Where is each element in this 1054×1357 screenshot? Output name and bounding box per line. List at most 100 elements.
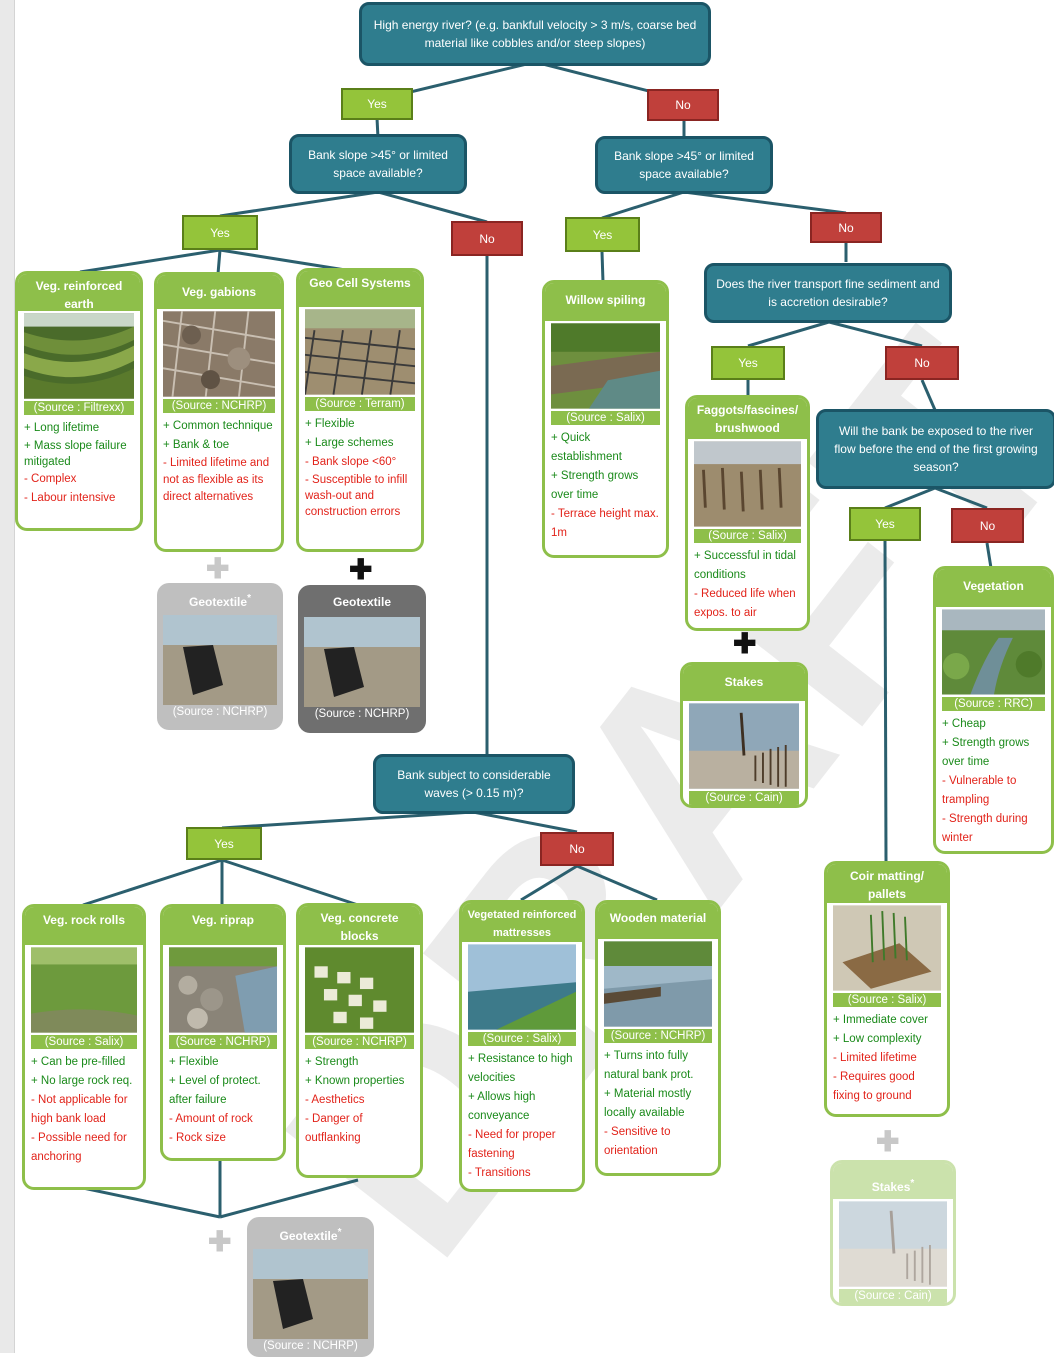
photo-geotextile — [253, 1249, 368, 1339]
photo-wooden-material — [604, 941, 712, 1027]
photo-vegetation — [942, 609, 1045, 695]
question-bank-exposure: Will the bank be exposed to the river fl… — [816, 409, 1054, 489]
con-item: - Not applicable for high bank load — [31, 1094, 128, 1125]
photo-mattresses — [468, 944, 576, 1030]
left-window-edge — [0, 0, 15, 1353]
card-source: (Source : Salix) — [468, 1032, 576, 1046]
photo-geotextile — [304, 617, 420, 707]
card-source: (Source : NCHRP) — [263, 1340, 358, 1352]
answer-yes: Yes — [186, 827, 262, 860]
con-item: - Limited lifetime — [833, 1052, 917, 1064]
card-coir-matting: Coir matting/ pallets (Source : Salix) +… — [824, 861, 950, 1117]
con-item: - Vulnerable to trampling — [942, 775, 1017, 806]
card-wooden-material: Wooden material (Source : NCHRP) + Turns… — [595, 900, 721, 1176]
answer-no: No — [647, 89, 719, 121]
card-source: (Source : Cain) — [839, 1289, 947, 1303]
con-item: - Susceptible to infill wash-out and con… — [305, 474, 408, 518]
card-veg-reinforced-earth: Veg. reinforced earth (Source : Filtrexx… — [15, 271, 143, 531]
answer-yes: Yes — [711, 346, 785, 380]
card-title: Veg. rock rolls — [25, 907, 143, 945]
photo-geotextile — [163, 615, 277, 705]
question-bank-slope-right: Bank slope >45° or limited space availab… — [595, 136, 773, 194]
card-source: (Source : NCHRP) — [604, 1029, 712, 1043]
con-item: - Transitions — [468, 1167, 531, 1179]
card-source: (Source : Cain) — [689, 791, 799, 805]
con-item: - Sensitive to orientation — [604, 1126, 671, 1157]
card-title: Coir matting/ pallets — [827, 864, 947, 903]
card-stakes: Stakes (Source : Cain) — [680, 662, 808, 808]
photo-reinforced-earth — [24, 313, 134, 399]
card-title: Geotextile — [332, 595, 392, 609]
card-title: Veg. concrete blocks — [299, 906, 420, 945]
card-geo-cell-systems: Geo Cell Systems (Source : Terram) + Fle… — [296, 268, 424, 552]
photo-riprap — [169, 947, 277, 1033]
pro-item: + Bank & toe — [163, 439, 230, 451]
card-geotextile-optional: Geotextile* (Source : NCHRP) — [247, 1217, 374, 1357]
card-title: Veg. riprap — [163, 907, 283, 945]
card-title: Faggots/fascines/ brushwood — [688, 398, 807, 439]
con-item: - Requires good fixing to ground — [833, 1071, 915, 1102]
pro-item: + Successful in tidal conditions — [694, 550, 796, 581]
card-title: Stakes* — [833, 1163, 953, 1199]
con-item: - Need for proper fastening — [468, 1129, 556, 1160]
pro-item: + Cheap — [942, 718, 986, 730]
card-source: (Source : Salix) — [31, 1035, 137, 1049]
plus-sign: ✚ — [208, 1226, 232, 1257]
card-veg-concrete-blocks: Veg. concrete blocks (Source : NCHRP) + … — [296, 903, 423, 1178]
card-source: (Source : RRC) — [942, 697, 1045, 711]
con-item: - Aesthetics — [305, 1094, 365, 1106]
photo-rock-rolls — [31, 947, 137, 1033]
card-title: Vegetated reinforced mattresses — [462, 903, 582, 942]
pro-item: + Quick establishment — [551, 432, 622, 463]
card-stakes-optional: Stakes* (Source : Cain) — [830, 1160, 956, 1306]
card-source: (Source : NCHRP) — [314, 708, 410, 720]
question-bank-waves: Bank subject to considerable waves (> 0.… — [373, 754, 575, 814]
card-veg-gabions: Veg. gabions (Source : NCHRP) + Common t… — [154, 272, 284, 552]
card-source: (Source : Filtrexx) — [24, 401, 134, 415]
con-item: - Amount of rock — [169, 1113, 253, 1125]
answer-yes: Yes — [849, 507, 921, 541]
pro-item: + Turns into fully natural bank prot. — [604, 1050, 694, 1081]
photo-stakes — [689, 703, 799, 789]
plus-sign: ✚ — [206, 553, 230, 584]
pro-item: + Allows high conveyance — [468, 1091, 536, 1122]
card-title: Wooden material — [598, 903, 718, 939]
pro-item: + Resistance to high velocities — [468, 1053, 573, 1084]
con-item: - Danger of outflanking — [305, 1113, 363, 1144]
pro-item: + No large rock req. — [31, 1075, 133, 1087]
pro-item: + Low complexity — [833, 1033, 922, 1045]
card-source: (Source : NCHRP) — [305, 1035, 414, 1049]
pro-item: + Can be pre-filled — [31, 1056, 126, 1068]
answer-yes: Yes — [182, 215, 258, 250]
card-vegetated-reinforced-mattresses: Vegetated reinforced mattresses (Source … — [459, 900, 585, 1192]
card-title: Willow spiling — [545, 283, 666, 321]
card-title: Veg. gabions — [157, 275, 281, 309]
con-item: - Limited lifetime and not as flexible a… — [163, 457, 270, 503]
pro-item: + Long lifetime — [24, 422, 100, 434]
pro-item: + Large schemes — [305, 437, 394, 449]
pro-item: + Strength grows over time — [942, 737, 1030, 768]
card-geotextile-optional: Geotextile* (Source : NCHRP) — [157, 583, 283, 730]
pro-item: + Immediate cover — [833, 1014, 928, 1026]
card-title: Veg. reinforced earth — [18, 274, 140, 311]
pro-item: + Level of protect. after failure — [169, 1075, 261, 1106]
con-item: - Rock size — [169, 1132, 226, 1144]
card-source: (Source : NCHRP) — [172, 706, 268, 718]
card-veg-rock-rolls: Veg. rock rolls (Source : Salix) + Can b… — [22, 904, 146, 1190]
card-willow-spiling: Willow spiling (Source : Salix) + Quick … — [542, 280, 669, 558]
question-fine-sediment: Does the river transport fine sediment a… — [704, 263, 952, 323]
card-source: (Source : Salix) — [551, 411, 660, 425]
card-vegetation: Vegetation (Source : RRC) + Cheap + Stre… — [933, 566, 1054, 854]
card-source: (Source : Salix) — [694, 529, 801, 543]
pro-item: + Known properties — [305, 1075, 405, 1087]
card-title: Geotextile* — [279, 1227, 342, 1243]
photo-geo-cell — [305, 309, 415, 395]
con-item: - Reduced life when expos. to air — [694, 588, 796, 619]
photo-faggots — [694, 441, 801, 527]
question-bank-slope-left: Bank slope >45° or limited space availab… — [289, 134, 467, 194]
answer-no: No — [885, 346, 959, 380]
photo-coir-matting — [833, 905, 941, 991]
photo-willow-spiling — [551, 323, 660, 409]
plus-sign: ✚ — [349, 554, 373, 585]
pro-item: + Strength — [305, 1056, 359, 1068]
